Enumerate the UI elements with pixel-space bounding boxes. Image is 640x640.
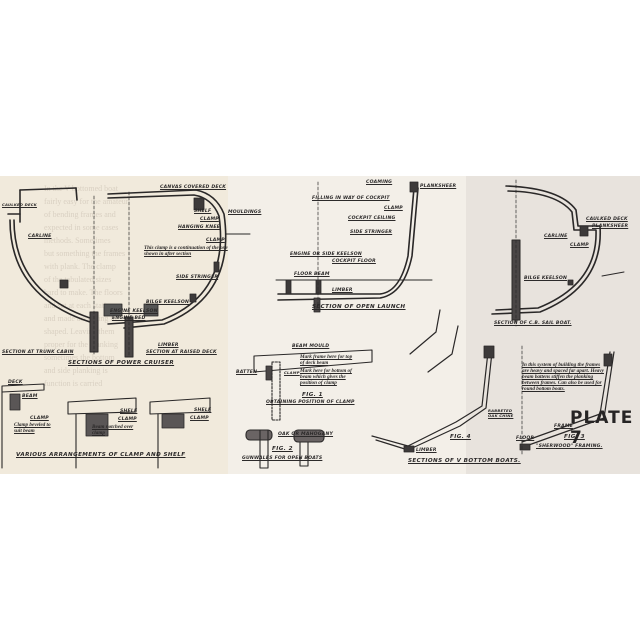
fig1-clamp-position	[253, 349, 373, 421]
left-page	[0, 176, 228, 474]
caption-cb-sail-boat: SECTION OF C.B. SAIL BOAT.	[494, 321, 572, 326]
caption-v-bottom: SECTIONS OF V BOTTOM BOATS.	[408, 458, 521, 464]
label-clamp-lower: CLAMP	[206, 238, 225, 243]
v-bottom-sections	[371, 309, 495, 453]
label-floor-sherwood: FLOOR	[516, 436, 535, 441]
label-beam-mould: BEAM MOULD	[292, 344, 330, 349]
label-filling: FILLING IN WAY OF COCKPIT	[312, 196, 390, 201]
label-clamp-3: CLAMP	[190, 416, 209, 421]
label-shelf-2: SHELF	[120, 409, 138, 414]
clamp-bevel-note: Clamp beveled to suit beam	[14, 422, 51, 434]
label-bilge-keelson-cb: BILGE KEELSON	[524, 276, 568, 281]
fig2-label: FIG. 2	[272, 446, 293, 452]
label-clamp-1: CLAMP	[30, 416, 49, 421]
fig4-label: FIG. 4	[450, 434, 471, 440]
label-carline-cb: CARLINE	[544, 234, 568, 239]
caption-raised-deck: SECTION AT RAISED DECK	[146, 350, 217, 355]
label-canvas-covered-deck: CANVAS COVERED DECK	[160, 185, 227, 190]
sherwood-note: In this system of building the frames ar…	[522, 362, 604, 392]
sherwood-framing	[519, 345, 615, 457]
label-planksheer: PLANKSHEER	[420, 184, 457, 189]
label-batten: BATTEN	[236, 370, 258, 375]
label-clamp-launch: CLAMP	[384, 206, 403, 211]
caption-open-launch: SECTION OF OPEN LAUNCH	[312, 304, 406, 310]
right-page	[466, 176, 640, 474]
label-hanging-knee: HANGING KNEE	[178, 225, 221, 230]
label-bilge-keelson: BILGE KEELSON	[146, 300, 190, 305]
technical-drawings	[1, 179, 625, 469]
label-engine-side-keelson: ENGINE OR SIDE KEELSON	[290, 252, 362, 257]
label-clamp-2: CLAMP	[118, 417, 137, 422]
label-clamp-cb: CLAMP	[570, 243, 589, 248]
caption-clamp-shelf: VARIOUS ARRANGEMENTS OF CLAMP AND SHELF	[16, 452, 186, 458]
label-oak-mahogany: OAK OR MAHOGANY	[278, 432, 334, 437]
middle-page	[228, 176, 466, 474]
label-clamp-fig1: CLAMP	[284, 370, 300, 375]
label-caulked-deck: CAULKED DECK	[2, 202, 37, 207]
label-beam: BEAM	[22, 394, 38, 399]
label-limber-launch: LIMBER	[332, 288, 353, 293]
caption-trunk-cabin: SECTION AT TRUNK CABIN	[2, 350, 74, 355]
label-cockpit-floor: COCKPIT FLOOR	[332, 259, 376, 264]
label-floor-beam: FLOOR BEAM	[294, 272, 330, 277]
mark-bottom-note: Mark here for bottom of beam which gives…	[300, 368, 352, 386]
caption-fig1: OBTAINING POSITION OF CLAMP	[266, 400, 355, 405]
label-deck: DECK	[8, 380, 23, 385]
plate-number: PLATE 7	[570, 408, 634, 448]
label-mouldings: MOULDINGS	[228, 210, 262, 215]
label-shelf-3: SHELF	[194, 408, 212, 413]
label-coaming: COAMING	[366, 180, 393, 185]
label-cockpit-ceiling: COCKPIT CEILING	[348, 216, 396, 221]
clamp-continuation-note: This clamp is a continuation of the one …	[144, 245, 228, 257]
label-side-stringer: SIDE STRINGER	[176, 275, 219, 280]
caption-sherwood: "SHERWOOD" FRAMING.	[536, 444, 603, 449]
label-limber: LIMBER	[158, 343, 179, 348]
open-launch-section	[275, 181, 433, 313]
label-engine-keelson: ENGINE KEELSON	[110, 309, 158, 314]
beam-notched-note: Beam notched over clamp	[92, 424, 134, 436]
label-rabbeted-chine: RABBETED OAK CHINE	[488, 408, 514, 418]
clamp-shelf-details	[1, 383, 211, 469]
fig3-label: FIG. 3	[564, 434, 585, 440]
label-carline: CARLINE	[28, 234, 52, 239]
power-cruiser-raised-deck-section	[103, 189, 251, 358]
fig1-label: FIG. 1	[302, 392, 323, 398]
label-planksheer-cb: PLANKSHEER	[592, 224, 629, 229]
fig2-gunwales	[245, 429, 325, 469]
power-cruiser-trunk-cabin-section	[7, 187, 99, 357]
mark-top-note: Mark frame here for top of deck beam	[300, 354, 353, 366]
label-limber-v: LIMBER	[416, 448, 437, 453]
label-side-stringer-launch: SIDE STRINGER	[350, 230, 393, 235]
label-caulked-deck-cb: CAULKED DECK	[586, 217, 628, 222]
caption-power-cruiser: SECTIONS OF POWER CRUISER	[68, 360, 175, 366]
label-engine-bed: ENGINE BED	[112, 316, 146, 321]
caption-fig2: GUNWALES FOR OPEN BOATS	[242, 456, 323, 461]
label-shelf: SHELF	[194, 209, 212, 214]
label-clamp-upper: CLAMP	[200, 217, 219, 222]
label-frame-sherwood: FRAME	[554, 424, 573, 429]
cb-sail-boat-section	[491, 179, 625, 327]
